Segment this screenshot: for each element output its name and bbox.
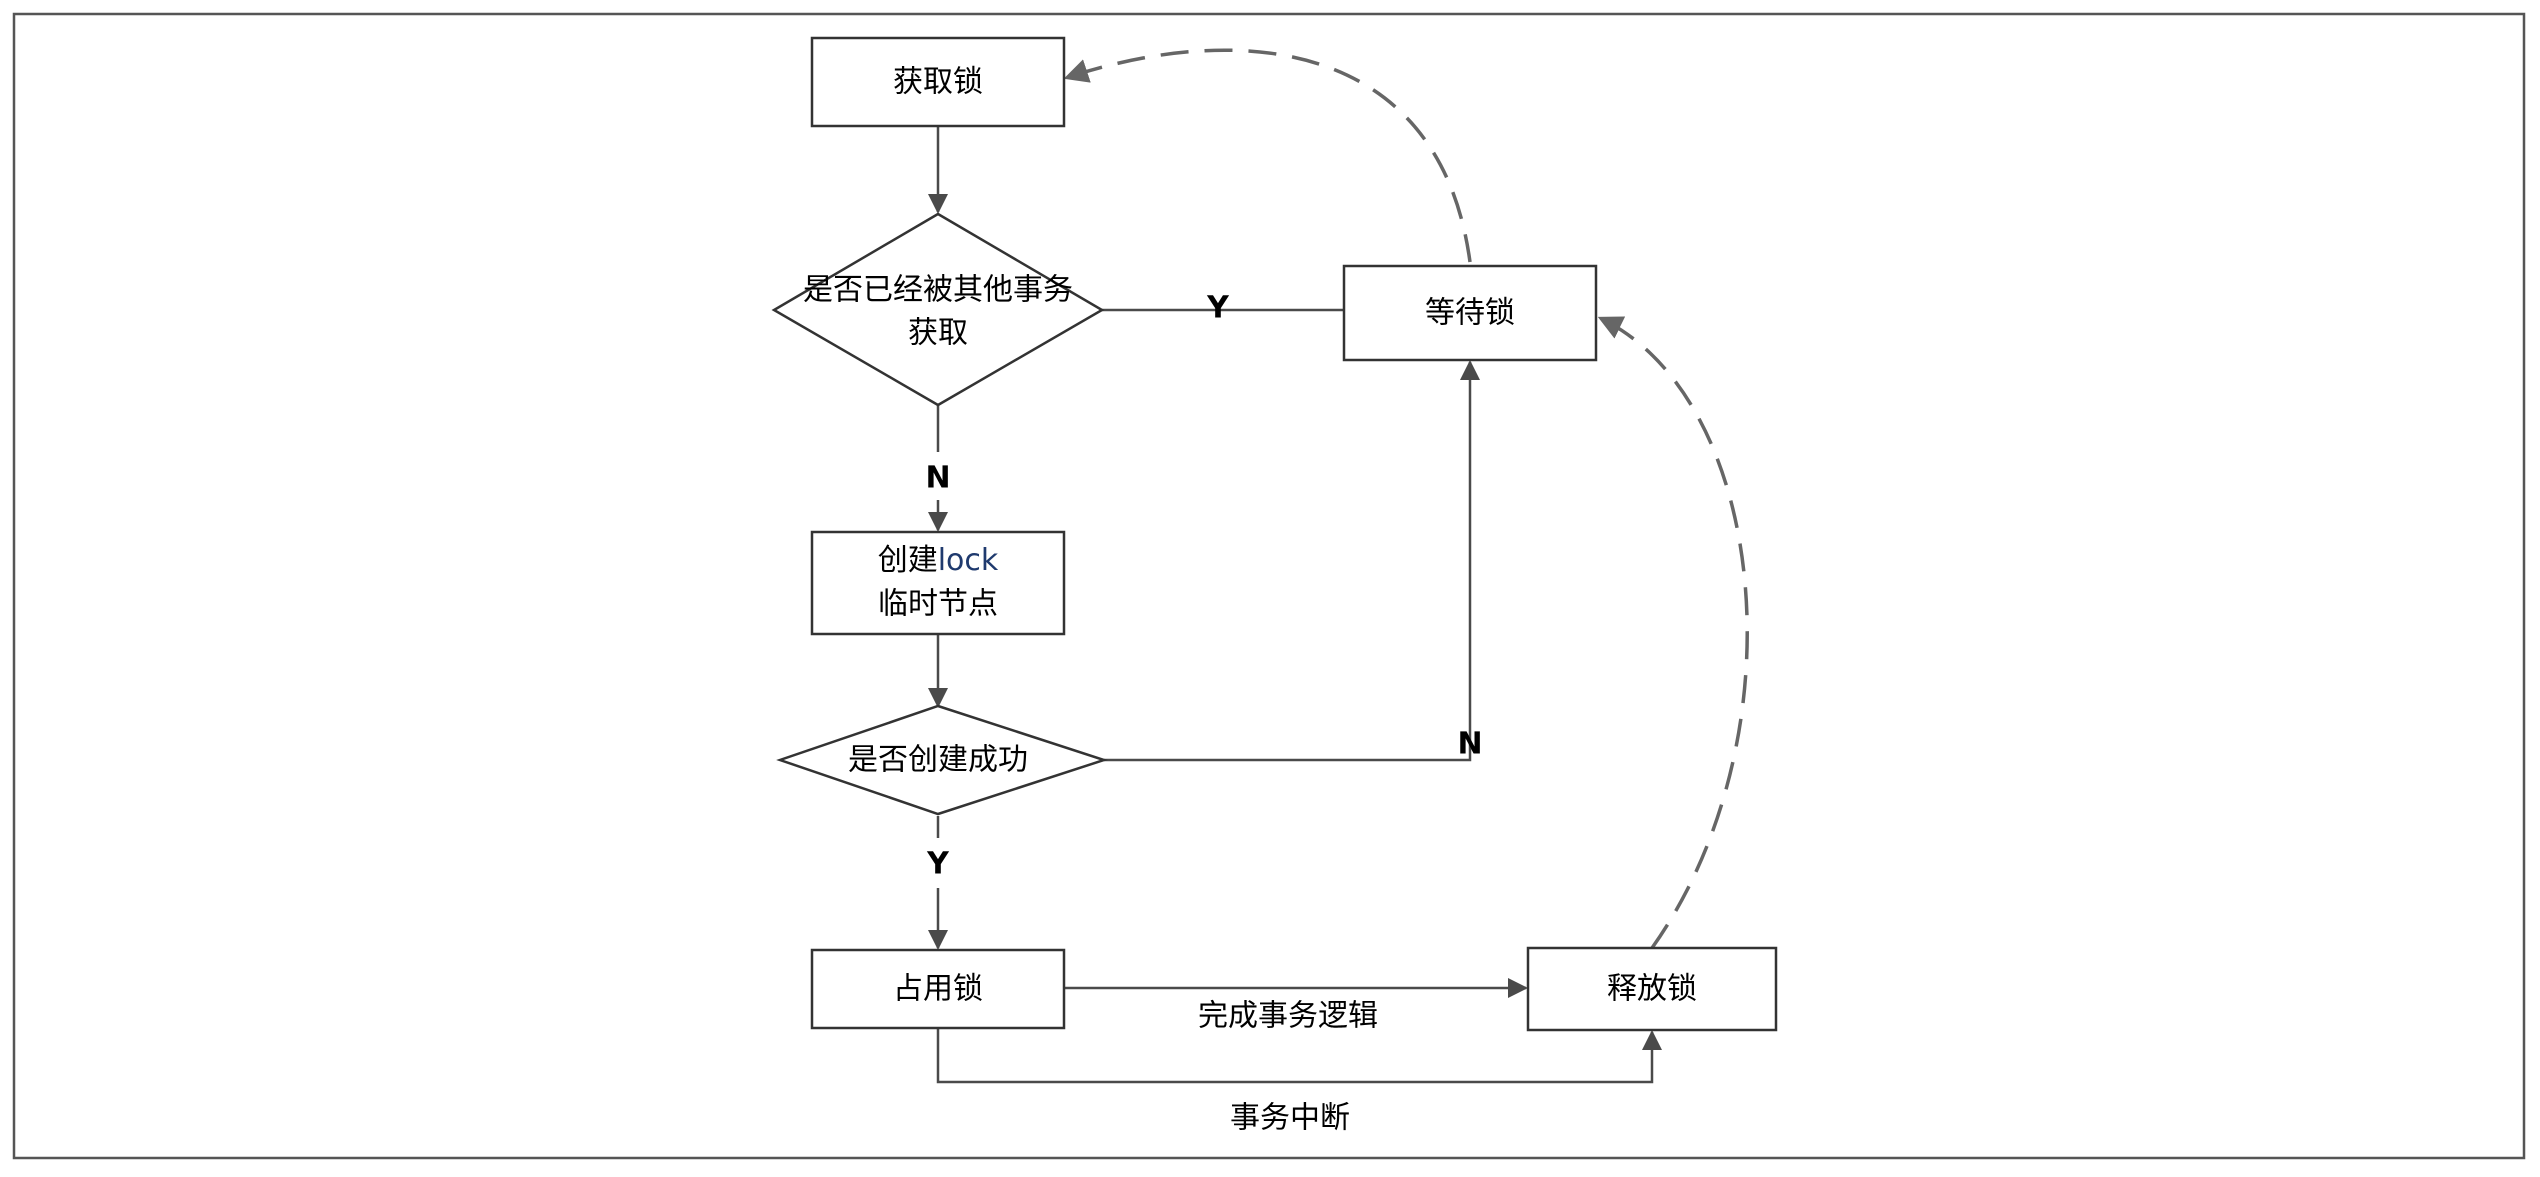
edge-wait-to-acquire-dashed: [1063, 48, 1472, 263]
create-lock-label-prefix: 创建: [878, 543, 938, 578]
node-release-lock: 释放锁: [1526, 946, 1778, 1032]
edge-label-created-yes: Y: [926, 847, 950, 882]
edge-interrupt: [936, 1028, 1662, 1084]
diagram-frame: [12, 12, 2526, 1160]
create-lock-label-line1: 创建lock: [878, 543, 999, 578]
occupy-lock-label: 占用锁: [893, 972, 983, 1007]
edge-label-held-no: N: [925, 461, 950, 496]
release-lock-label: 释放锁: [1607, 972, 1697, 1007]
edge-label-interrupt: 事务中断: [1230, 1101, 1350, 1136]
check-created-label: 是否创建成功: [848, 743, 1028, 778]
create-lock-label-lock: lock: [938, 543, 999, 578]
edge-label-finish-logic: 完成事务逻辑: [1198, 999, 1378, 1034]
check-created-diamond: [776, 704, 1109, 816]
acquire-lock-box: [810, 36, 1066, 128]
check-held-label-line1: 是否已经被其他事务: [803, 273, 1073, 308]
check-held-diamond: [771, 212, 1105, 407]
create-lock-box: [810, 530, 1066, 636]
wait-lock-box: [1342, 264, 1598, 362]
node-create-lock: 创建lock 临时节点: [810, 530, 1066, 636]
edge-label-held-yes: Y: [1206, 291, 1230, 326]
edge-release-to-wait-dashed: [1597, 316, 1749, 950]
edge-checkcreated-to-wait: [1104, 360, 1480, 762]
node-acquire-lock: 获取锁: [810, 36, 1066, 128]
node-check-held: 是否已经被其他事务 获取: [771, 212, 1105, 407]
node-occupy-lock: 占用锁: [810, 948, 1066, 1030]
node-check-created: 是否创建成功: [776, 704, 1109, 816]
node-wait-lock: 等待锁: [1342, 264, 1598, 362]
check-held-label-line2: 获取: [908, 316, 968, 351]
create-lock-label-line2: 临时节点: [878, 587, 998, 622]
acquire-lock-label: 获取锁: [893, 65, 983, 100]
edges: [928, 48, 1749, 1084]
occupy-lock-box: [810, 948, 1066, 1030]
wait-lock-label: 等待锁: [1425, 296, 1515, 331]
release-lock-box: [1526, 946, 1778, 1032]
edge-label-created-no: N: [1457, 727, 1482, 762]
